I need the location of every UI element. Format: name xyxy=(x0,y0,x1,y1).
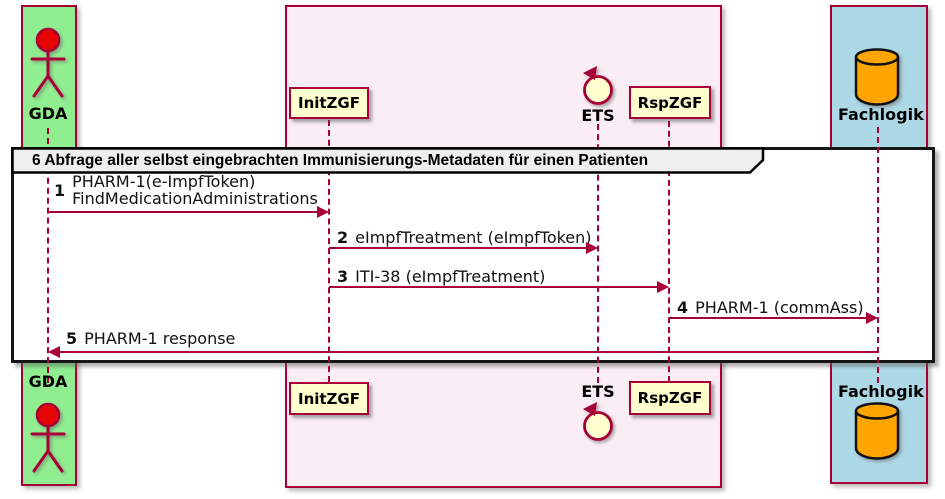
actor-icon xyxy=(30,402,66,473)
message-2-arrowhead-icon xyxy=(586,242,598,254)
participant-label-fachlogik-bottom: Fachlogik xyxy=(838,382,924,401)
database-icon xyxy=(854,402,900,460)
frame-header xyxy=(11,147,765,174)
lifeline-rspzgf xyxy=(668,121,670,382)
message-3-arrowhead-icon xyxy=(657,281,669,293)
participant-label-gda-bottom: GDA xyxy=(28,372,68,391)
participant-label-gda-top: GDA xyxy=(28,104,68,123)
message-5-number: 5 xyxy=(66,329,78,348)
message-2-text: eImpfTreatment (eImpfToken) xyxy=(355,228,592,247)
frame-body xyxy=(11,147,935,363)
message-5-label: 5 PHARM-1 response xyxy=(66,329,235,348)
message-1-number: 1 xyxy=(54,180,66,200)
message-3-arrow-line xyxy=(329,286,657,288)
message-1-text-line2: FindMedicationAdministrations xyxy=(72,189,318,208)
participant-initzgf-top: InitZGF xyxy=(289,87,369,119)
lifeline-gda xyxy=(47,128,49,383)
message-2-arrow-line xyxy=(329,247,586,249)
message-4-text: PHARM-1 (commAss) xyxy=(695,298,864,317)
lifeline-fachlogik xyxy=(877,127,879,383)
message-2-number: 2 xyxy=(337,228,349,247)
participant-label-ets-bottom: ETS xyxy=(581,382,615,401)
participant-rspzgf-bottom: RspZGF xyxy=(629,381,711,415)
actor-icon xyxy=(30,27,66,98)
frame-title: 6 Abfrage aller selbst eingebrachten Imm… xyxy=(32,152,649,169)
message-1-arrow-line xyxy=(48,211,317,213)
database-icon xyxy=(854,48,900,106)
message-3-label: 3 ITI-38 (eImpfTreatment) xyxy=(337,267,545,286)
message-4-number: 4 xyxy=(677,298,689,317)
participant-label-rspzgf-top: RspZGF xyxy=(637,93,703,112)
participant-rspzgf-top: RspZGF xyxy=(629,86,711,119)
lifeline-initzgf xyxy=(328,120,330,382)
message-3-text: ITI-38 (eImpfTreatment) xyxy=(355,267,546,286)
control-icon xyxy=(583,66,613,105)
message-5-arrowhead-icon xyxy=(48,346,60,358)
message-4-arrowhead-icon xyxy=(866,312,878,324)
participant-label-initzgf-top: InitZGF xyxy=(297,94,360,112)
participant-label-fachlogik-top: Fachlogik xyxy=(838,105,924,124)
message-5-arrow-line xyxy=(60,351,878,353)
message-1-label: 1 PHARM-1(e-ImpfToken) FindMedicationAdm… xyxy=(54,173,318,207)
participant-label-ets-top: ETS xyxy=(581,106,615,125)
message-1-arrowhead-icon xyxy=(317,206,329,218)
message-5-text: PHARM-1 response xyxy=(84,329,236,348)
lifeline-ets xyxy=(597,124,599,383)
message-1-text-line1: PHARM-1(e-ImpfToken) xyxy=(72,172,256,191)
message-2-label: 2 eImpfTreatment (eImpfToken) xyxy=(337,228,592,247)
message-3-number: 3 xyxy=(337,267,349,286)
message-4-arrow-line xyxy=(669,317,866,319)
control-icon xyxy=(583,402,613,441)
participant-label-rspzgf-bottom: RspZGF xyxy=(637,389,703,407)
participant-initzgf-bottom: InitZGF xyxy=(289,382,369,415)
participant-label-initzgf-bottom: InitZGF xyxy=(297,389,360,408)
message-4-label: 4 PHARM-1 (commAss) xyxy=(677,298,864,317)
